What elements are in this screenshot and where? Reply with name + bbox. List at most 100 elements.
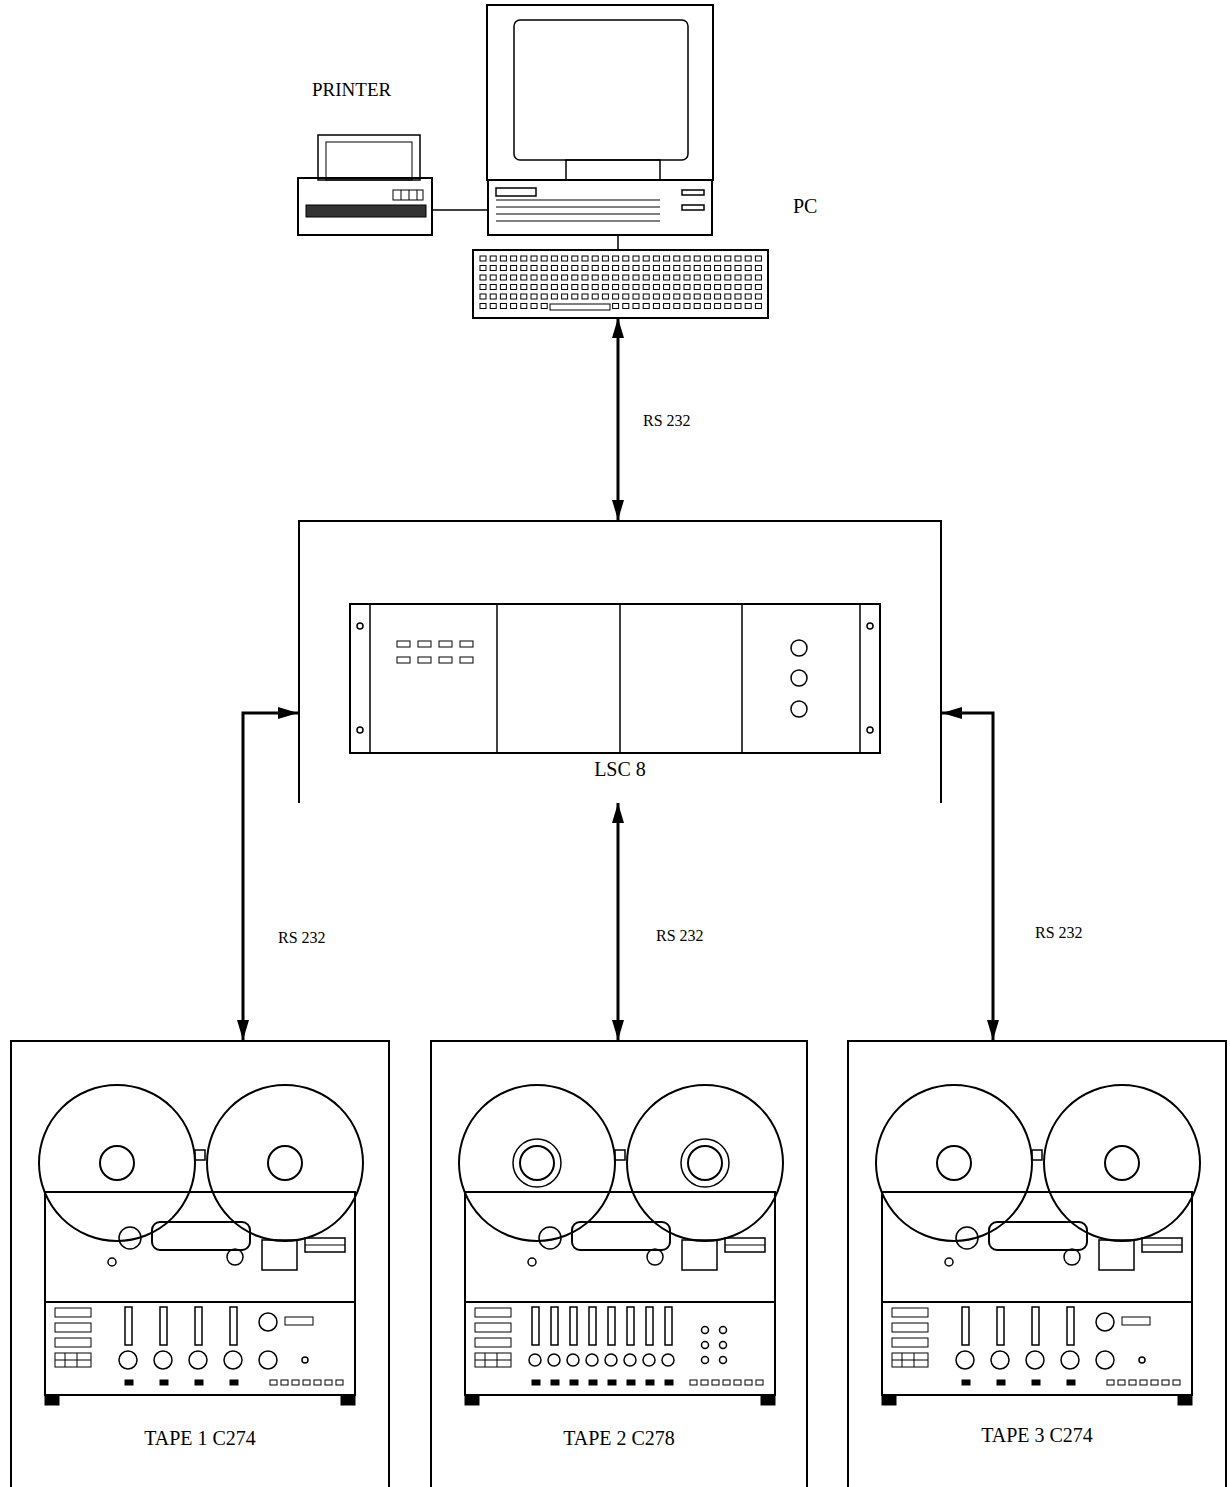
deck-foot (341, 1395, 355, 1405)
key (511, 275, 517, 280)
tape-reel (876, 1085, 1032, 1241)
tape-recorder-box: TAPE 1 C274 (10, 1040, 390, 1487)
key (592, 275, 598, 280)
key (531, 304, 537, 309)
tension-roller (539, 1227, 561, 1249)
reel-hub (100, 1146, 134, 1180)
reel-hub (681, 1139, 729, 1187)
level-knob (189, 1351, 207, 1369)
level-knob (529, 1354, 541, 1366)
key (500, 294, 506, 299)
level-knob (259, 1351, 277, 1369)
key (562, 285, 568, 290)
capstan (227, 1249, 243, 1265)
key (613, 304, 619, 309)
key (511, 285, 517, 290)
tape-recorder-illustration (876, 1085, 1200, 1405)
key (623, 285, 629, 290)
key (643, 275, 649, 280)
key (500, 256, 506, 261)
rack-led (397, 641, 410, 647)
fader (665, 1307, 672, 1345)
panel-button (55, 1353, 91, 1367)
level-knob (1026, 1351, 1044, 1369)
small-button (627, 1380, 635, 1385)
key (551, 275, 557, 280)
drive-slot (682, 190, 704, 195)
key (613, 266, 619, 271)
key (755, 256, 761, 261)
key (531, 294, 537, 299)
key (684, 294, 690, 299)
fader (125, 1307, 132, 1345)
drawing-line (496, 207, 660, 208)
key (653, 304, 659, 309)
key (694, 304, 700, 309)
display (305, 1238, 345, 1252)
connection-label: RS 232 (640, 411, 694, 431)
key (623, 294, 629, 299)
small-knob (720, 1342, 727, 1349)
key (551, 285, 557, 290)
drawing-line (892, 1360, 928, 1361)
key (704, 266, 710, 271)
key (531, 275, 537, 280)
tape-reel (39, 1085, 195, 1241)
rack-screw (357, 727, 363, 733)
rs232-connector (942, 713, 993, 1040)
key (643, 285, 649, 290)
key (521, 304, 527, 309)
key (500, 304, 506, 309)
panel-button (892, 1308, 928, 1317)
small-button (1173, 1380, 1180, 1385)
key (674, 304, 680, 309)
small-knob (1139, 1357, 1145, 1363)
drawing-line (417, 190, 418, 200)
key (633, 294, 639, 299)
rack-led (397, 657, 410, 663)
level-knob (548, 1354, 560, 1366)
key (715, 294, 721, 299)
tape-recorder-illustration (39, 1085, 363, 1405)
key (664, 285, 670, 290)
key (602, 266, 608, 271)
key (643, 256, 649, 261)
small-button (1067, 1380, 1075, 1385)
small-button (646, 1380, 654, 1385)
connection-label: RS 232 (275, 928, 329, 948)
display (725, 1238, 765, 1252)
key (531, 256, 537, 261)
key (653, 294, 659, 299)
fader (230, 1307, 237, 1345)
key (694, 266, 700, 271)
key (511, 266, 517, 271)
rs232-connector (243, 713, 298, 1040)
key (715, 275, 721, 280)
rs232-connector (432, 209, 487, 211)
key (582, 275, 588, 280)
key (704, 285, 710, 290)
tape-guide (615, 1150, 625, 1160)
tape-reel (459, 1085, 615, 1241)
key (633, 266, 639, 271)
key (755, 294, 761, 299)
monitor-case (487, 5, 713, 180)
key (613, 256, 619, 261)
control-panel (45, 1302, 355, 1395)
tape-reel (627, 1085, 783, 1241)
tape-recorder-box: TAPE 2 C278 (430, 1040, 808, 1487)
key (602, 285, 608, 290)
drawing-line (55, 1360, 91, 1361)
key (735, 256, 741, 261)
key (480, 256, 486, 261)
key (602, 294, 608, 299)
paper (326, 142, 412, 180)
key (572, 266, 578, 271)
key (521, 294, 527, 299)
key (745, 285, 751, 290)
key (511, 294, 517, 299)
drawing-line (741, 604, 743, 753)
key (715, 304, 721, 309)
deck-foot (45, 1395, 59, 1405)
key (500, 266, 506, 271)
